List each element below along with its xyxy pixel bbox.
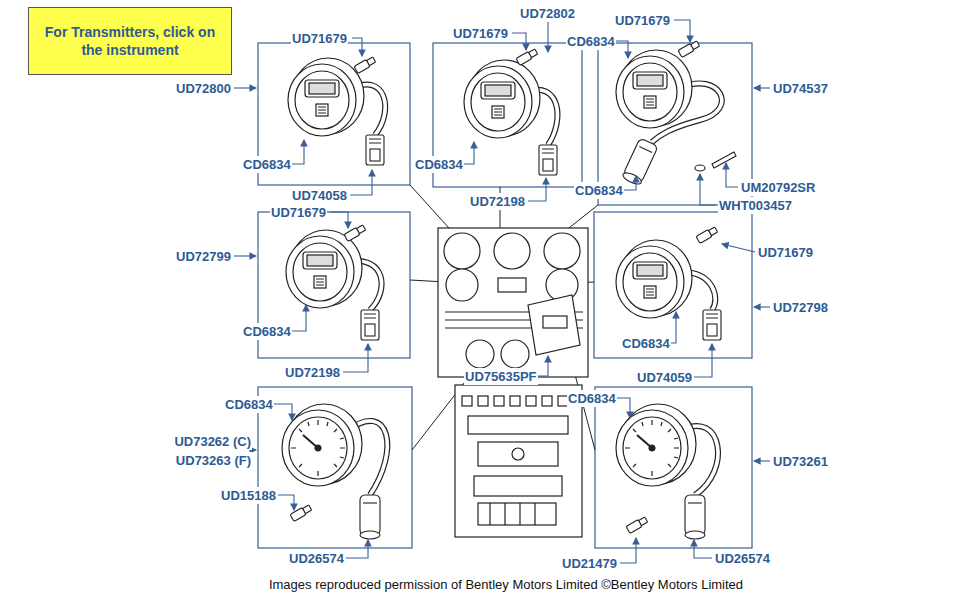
part-label-box: UM20792SR [740,179,816,196]
part-label-box: UD74537 [772,80,829,97]
part-label-box: CD6834 [242,156,292,173]
part-number: UD15188 [221,488,276,503]
part-number: UD26574 [289,551,344,566]
part-label-box: UD71679 [614,12,671,29]
part-number: CD6834 [575,183,623,198]
part-label-box: UD72198 [469,193,526,210]
part-label-box: UD26574 [714,550,771,567]
part-number: CD6834 [243,157,291,172]
part-label-box: CD6834 [414,156,464,173]
part-label-box: UD73263 (F) [175,452,252,469]
part-number: UD21479 [562,556,617,571]
part-label-box: UD72802 [519,5,576,22]
part-label-box: CD6834 [242,323,292,340]
caption-box: Images reproduced permission of Bentley … [269,576,743,593]
part-number: UD73262 (C) [174,434,251,449]
part-number: UD73261 [773,454,828,469]
part-number: UD26574 [715,551,770,566]
part-label-box: CD6834 [224,396,274,413]
part-label-box: CD6834 [567,390,617,407]
part-label-box: UD71679 [757,244,814,261]
part-label-box: UD74059 [636,369,693,386]
part-number: CD6834 [415,157,463,172]
part-number: UD71679 [453,26,508,41]
part-label-box: UD72799 [175,248,232,265]
note-box: For Transmitters, click on the instrumen… [28,7,232,75]
part-number: UD71679 [271,205,326,220]
note-text: For Transmitters, click on the instrumen… [37,23,223,59]
part-label-box: UD73261 [772,453,829,470]
part-number: UD72798 [773,300,828,315]
part-number: CD6834 [243,324,291,339]
part-number: UD71679 [292,31,347,46]
part-label-box: UD21479 [561,555,618,572]
part-number: CD6834 [622,336,670,351]
part-label-box: UD74058 [291,187,348,204]
part-number: UD72802 [520,6,575,21]
part-label-box: UD71679 [291,30,348,47]
part-label-box: UD73262 (C) [173,433,252,450]
part-label-box: UD75635PF [464,368,538,385]
part-number: CD6834 [225,397,273,412]
part-label-box: UD72800 [175,80,232,97]
part-number: UD74537 [773,81,828,96]
part-label-box: CD6834 [621,335,671,352]
part-number: CD6834 [568,391,616,406]
part-number: UD71679 [615,13,670,28]
part-label-box: CD6834 [566,33,616,50]
part-label-box: UD71679 [452,25,509,42]
part-label-box: UD15188 [220,487,277,504]
part-label-box: UD72798 [772,299,829,316]
part-number: CD6834 [567,34,615,49]
part-label-box: UD71679 [270,204,327,221]
part-number: UD72799 [176,249,231,264]
part-number: UD72800 [176,81,231,96]
part-number: UD73263 (F) [176,453,251,468]
part-number: WHT003457 [719,198,792,213]
part-number: UD71679 [758,245,813,260]
copyright-caption: Images reproduced permission of Bentley … [269,577,743,592]
part-number: UD75635PF [465,369,537,384]
part-number: UD74059 [637,370,692,385]
part-label-box: WHT003457 [718,197,793,214]
part-label-box: UD72198 [284,364,341,381]
part-number: UD72198 [470,194,525,209]
part-number: UM20792SR [741,180,815,195]
part-number: UD74058 [292,188,347,203]
part-label-box: UD26574 [288,550,345,567]
part-label-box: CD6834 [574,182,624,199]
part-number: UD72198 [285,365,340,380]
